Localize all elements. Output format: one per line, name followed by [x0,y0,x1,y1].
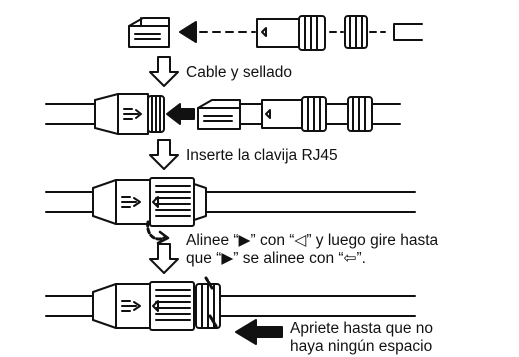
insert-arrow-head [179,21,197,43]
row-2-assembly [45,93,401,135]
step-3-label-line2: que “▶” se alinee con “⇦”. [186,250,366,267]
step-2-label: Inserte la clavija RJ45 [186,147,338,164]
down-arrow-icon [149,243,179,274]
step-4-label-line1: Apriete hasta que no [290,320,434,337]
down-arrow-icon [149,139,179,170]
rotate-arrow-icon [146,220,166,241]
row-1-parts [128,15,423,51]
row-4-assembly [45,276,416,345]
row-3-assembly [45,177,416,245]
coupler-body-top [256,15,326,51]
push-arrow-icon [166,103,195,125]
step-3-label-line1: Alinee “▶” con “◁” y luego gire hasta [186,232,439,249]
rj45-plug-top [128,17,170,48]
push-arrow-icon [235,319,283,345]
down-arrow-icon [149,56,179,87]
rj45-plug-row2 [197,99,241,130]
cable-end-top [393,23,423,41]
step-4-label-line2: haya ningún espacio [290,338,433,355]
step-1-label: Cable y sellado [186,64,292,81]
seal-nut-top [344,15,368,49]
